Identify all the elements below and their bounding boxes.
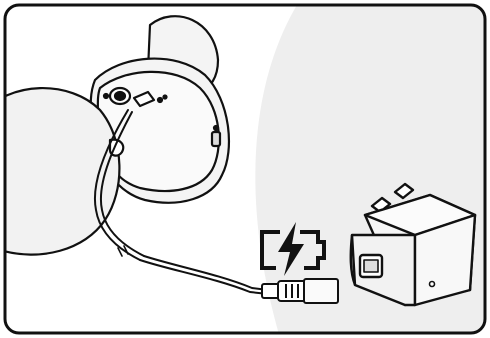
usb-plug-icon — [261, 278, 339, 304]
charging-battery-icon — [260, 222, 326, 276]
device-icon — [5, 15, 231, 256]
cable-icon — [93, 109, 269, 295]
wall-adapter-icon — [349, 182, 477, 307]
frame-border — [3, 3, 487, 335]
